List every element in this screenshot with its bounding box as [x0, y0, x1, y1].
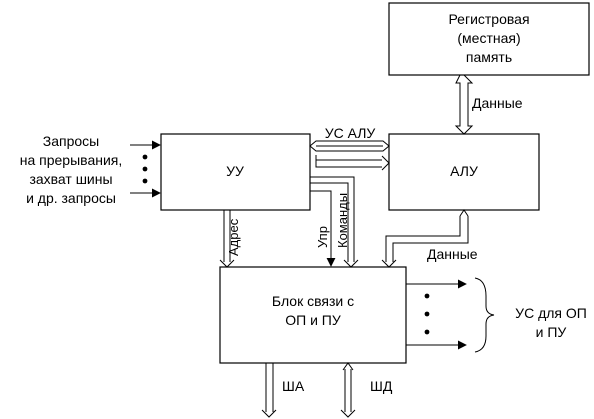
- alu-control-bus: [315, 155, 390, 171]
- register-memory-line-2: (местная): [457, 30, 520, 46]
- address-bus-sha: ША: [261, 363, 305, 418]
- input-requests-line-1: Запросы: [43, 133, 99, 149]
- data-bus-shd: ШД: [340, 362, 393, 418]
- input-requests-line-3: захват шины: [29, 171, 112, 187]
- output-lines: УС для ОП и ПУ: [406, 277, 587, 353]
- data-bus-registers-alu: Данные: [454, 74, 523, 135]
- input-requests-line-4: и др. запросы: [26, 190, 116, 206]
- control-unit-label: УУ: [226, 163, 244, 179]
- upr-label: Упр: [315, 226, 330, 248]
- register-memory-block: Регистровая (местная) память: [388, 2, 590, 76]
- output-brace: [474, 277, 495, 353]
- link-block-line-1: Блок связи с: [272, 293, 354, 309]
- sha-label: ША: [282, 378, 305, 394]
- shd-label: ШД: [370, 378, 393, 394]
- input-dot-1: [142, 154, 148, 160]
- output-label-line-1: УС для ОП: [515, 305, 587, 321]
- address-label: Адрес: [226, 218, 241, 256]
- input-dot-3: [142, 178, 148, 184]
- output-label-line-2: и ПУ: [536, 324, 567, 340]
- data-bus-top-label: Данные: [472, 95, 523, 111]
- register-memory-line-1: Регистровая: [448, 11, 529, 27]
- us-alu-bus: УС АЛУ: [309, 125, 390, 152]
- upr-line: Упр: [310, 190, 336, 267]
- input-requests: Запросы на прерывания, захват шины и др.…: [20, 133, 161, 206]
- data-bus-bottom-label: Данные: [427, 246, 478, 262]
- control-unit-block: УУ: [160, 133, 311, 211]
- input-requests-line-2: на прерывания,: [20, 152, 123, 168]
- link-block: Блок связи с ОП и ПУ: [219, 266, 407, 364]
- output-dot-2: [424, 311, 430, 317]
- output-dot-3: [424, 329, 430, 335]
- data-bus-alu-link: Данные: [381, 209, 478, 268]
- commands-bus: Команды: [310, 176, 359, 268]
- address-bus: Адрес: [219, 210, 241, 268]
- output-dot-1: [424, 293, 430, 299]
- commands-label: Команды: [335, 193, 350, 248]
- us-alu-label: УС АЛУ: [325, 125, 376, 141]
- alu-block: АЛУ: [388, 133, 540, 211]
- register-memory-line-3: память: [466, 49, 512, 65]
- alu-label: АЛУ: [450, 163, 478, 179]
- input-dot-2: [142, 166, 148, 172]
- link-block-line-2: ОП и ПУ: [285, 312, 341, 328]
